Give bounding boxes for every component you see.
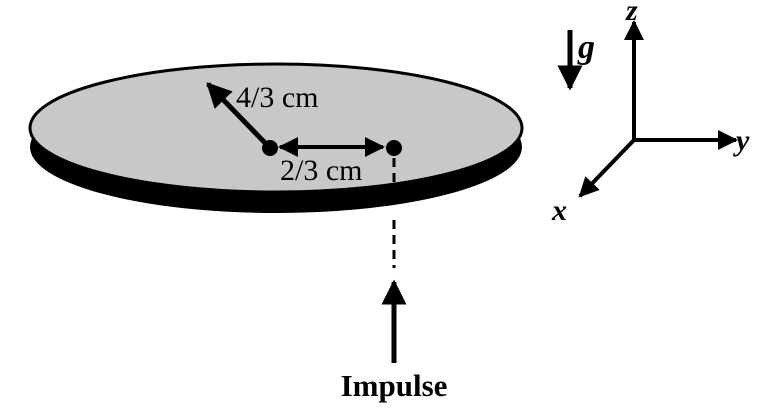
disk-top-face — [28, 62, 524, 194]
radius-label: 4/3 cm — [236, 81, 319, 114]
coordinate-axes: z y x — [551, 0, 750, 227]
radius-arrow — [206, 82, 272, 150]
z-axis-label: z — [625, 0, 638, 27]
x-axis — [578, 138, 636, 198]
offset-label: 2/3 cm — [280, 154, 363, 187]
gravity-label: g — [577, 29, 595, 66]
impulse-point — [386, 140, 402, 156]
center-point — [262, 140, 278, 156]
x-axis-label: x — [551, 194, 567, 227]
y-axis-label: y — [733, 124, 750, 157]
impulse-label: Impulse — [341, 368, 448, 403]
